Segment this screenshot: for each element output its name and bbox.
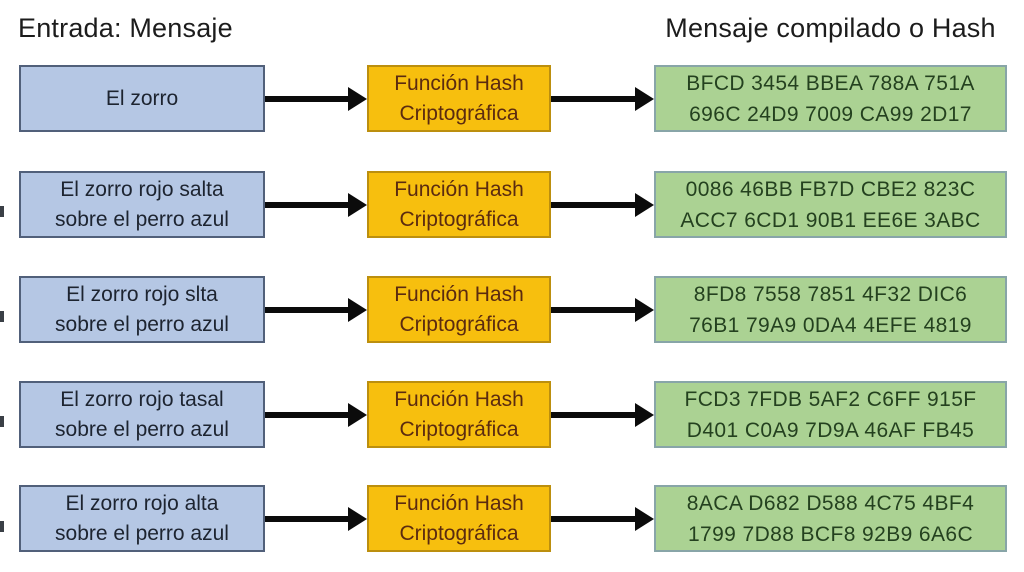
hash-output-line: BFCD 3454 BBEA 788A 751A: [686, 71, 975, 95]
input-message-line: El zorro rojo tasal: [60, 387, 224, 411]
hash-example-row: El zorro rojo tasal sobre el perro azul …: [0, 381, 1024, 448]
hash-output-line: 0086 46BB FB7D CBE2 823C: [685, 177, 976, 201]
input-column-title: Entrada: Mensaje: [18, 13, 233, 43]
input-message-box: El zorro rojo salta sobre el perro azul: [19, 171, 265, 238]
input-message-box: El zorro rojo slta sobre el perro azul: [19, 276, 265, 343]
arrow-right-icon: [265, 381, 367, 448]
hash-output-line: 8ACA D682 D588 4C75 4BF4: [686, 491, 975, 515]
hash-function-label: Criptográfica: [399, 207, 519, 231]
input-message-box: El zorro rojo alta sobre el perro azul: [19, 485, 265, 552]
hash-function-label: Función Hash: [394, 491, 524, 515]
hash-function-label: Criptográfica: [399, 101, 519, 125]
input-message-line: El zorro rojo salta: [60, 177, 224, 201]
hash-output-line: FCD3 7FDB 5AF2 C6FF 915F: [684, 387, 977, 411]
hash-example-row: El zorro rojo slta sobre el perro azul F…: [0, 276, 1024, 343]
edge-artifact: [0, 311, 4, 322]
hash-output-box: FCD3 7FDB 5AF2 C6FF 915F D401 C0A9 7D9A …: [654, 381, 1007, 448]
hash-output-line: ACC7 6CD1 90B1 EE6E 3ABC: [680, 208, 981, 232]
input-message-box: El zorro: [19, 65, 265, 132]
hash-output-box: 8FD8 7558 7851 4F32 DIC6 76B1 79A9 0DA4 …: [654, 276, 1007, 343]
arrow-right-icon: [265, 171, 367, 238]
hash-function-label: Función Hash: [394, 71, 524, 95]
input-message-line: sobre el perro azul: [55, 417, 229, 441]
hash-function-label: Criptográfica: [399, 417, 519, 441]
input-message-line: sobre el perro azul: [55, 312, 229, 336]
hash-example-row: El zorro Función Hash Criptográfica BFCD…: [0, 65, 1024, 132]
hash-function-box: Función Hash Criptográfica: [367, 381, 551, 448]
input-message-box: El zorro rojo tasal sobre el perro azul: [19, 381, 265, 448]
input-message-line: sobre el perro azul: [55, 521, 229, 545]
edge-artifact: [0, 206, 4, 217]
hash-function-label: Función Hash: [394, 177, 524, 201]
hash-output-line: D401 C0A9 7D9A 46AF FB45: [686, 418, 975, 442]
input-message-line: sobre el perro azul: [55, 207, 229, 231]
edge-artifact: [0, 416, 4, 427]
hash-output-line: 1799 7D88 BCF8 92B9 6A6C: [687, 522, 974, 546]
arrow-right-icon: [551, 171, 654, 238]
hash-output-box: 8ACA D682 D588 4C75 4BF4 1799 7D88 BCF8 …: [654, 485, 1007, 552]
hash-output-box: BFCD 3454 BBEA 788A 751A 696C 24D9 7009 …: [654, 65, 1007, 132]
input-message-line: El zorro rojo alta: [65, 491, 219, 515]
hash-column-title: Mensaje compilado o Hash: [665, 13, 996, 43]
hash-function-label: Función Hash: [394, 282, 524, 306]
hash-output-line: 76B1 79A9 0DA4 4EFE 4819: [689, 313, 972, 337]
arrow-right-icon: [551, 65, 654, 132]
hash-output-line: 8FD8 7558 7851 4F32 DIC6: [693, 282, 968, 306]
hash-output-line: 696C 24D9 7009 CA99 2D17: [689, 102, 972, 126]
hash-function-box: Función Hash Criptográfica: [367, 171, 551, 238]
hash-example-row: El zorro rojo salta sobre el perro azul …: [0, 171, 1024, 238]
arrow-right-icon: [265, 65, 367, 132]
edge-artifact: [0, 521, 4, 532]
input-message-line: El zorro rojo slta: [66, 282, 218, 306]
input-message-line: El zorro: [105, 86, 179, 110]
hash-function-box: Función Hash Criptográfica: [367, 485, 551, 552]
arrow-right-icon: [265, 276, 367, 343]
hash-example-row: El zorro rojo alta sobre el perro azul F…: [0, 485, 1024, 552]
arrow-right-icon: [551, 485, 654, 552]
hash-function-box: Función Hash Criptográfica: [367, 276, 551, 343]
hash-function-box: Función Hash Criptográfica: [367, 65, 551, 132]
hash-function-label: Criptográfica: [399, 312, 519, 336]
arrow-right-icon: [265, 485, 367, 552]
hash-output-box: 0086 46BB FB7D CBE2 823C ACC7 6CD1 90B1 …: [654, 171, 1007, 238]
hash-function-label: Función Hash: [394, 387, 524, 411]
arrow-right-icon: [551, 276, 654, 343]
hash-function-label: Criptográfica: [399, 521, 519, 545]
arrow-right-icon: [551, 381, 654, 448]
